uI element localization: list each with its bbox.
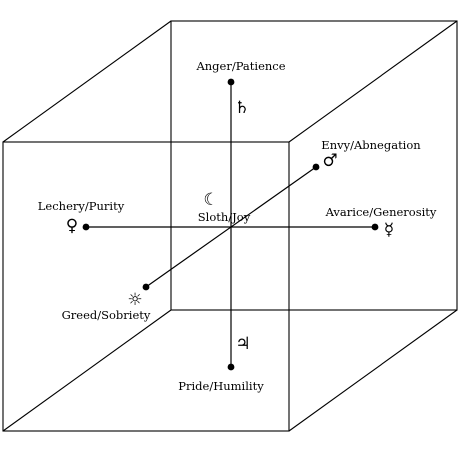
moon-icon: ☾: [203, 190, 218, 210]
label-bottom: Pride/Humility: [178, 379, 264, 393]
venus-icon: ♀: [66, 216, 78, 236]
cube-back-face: [170, 20, 458, 311]
top-endpoint: [227, 78, 235, 86]
cube-edge-top-left: [2, 20, 172, 143]
label-top: Anger/Patience: [195, 59, 285, 73]
bottom-endpoint: [227, 363, 235, 371]
label-center: Sloth/Joy: [198, 210, 251, 224]
mercury-icon: ☿: [384, 220, 394, 240]
back-top-endpoint: [312, 163, 320, 171]
cube-edge-bottom-left: [2, 309, 172, 432]
saturn-icon: ♄: [234, 98, 249, 118]
label-back-top: Envy/Abnegation: [321, 138, 421, 152]
left-endpoint: [82, 223, 90, 231]
cube-front-face: [2, 141, 290, 432]
cube-edge-bottom-right: [288, 309, 458, 432]
sun-icon: ☼: [127, 290, 142, 310]
depth-axis: [145, 166, 317, 288]
label-right: Avarice/Generosity: [325, 205, 437, 219]
label-front-bottom: Greed/Sobriety: [62, 308, 151, 322]
label-left: Lechery/Purity: [38, 199, 125, 213]
cube-edge-top-right: [288, 20, 458, 143]
right-endpoint: [371, 223, 379, 231]
jupiter-icon: ♃: [235, 334, 250, 354]
mars-icon: ♂: [322, 151, 337, 171]
front-bottom-endpoint: [142, 283, 150, 291]
